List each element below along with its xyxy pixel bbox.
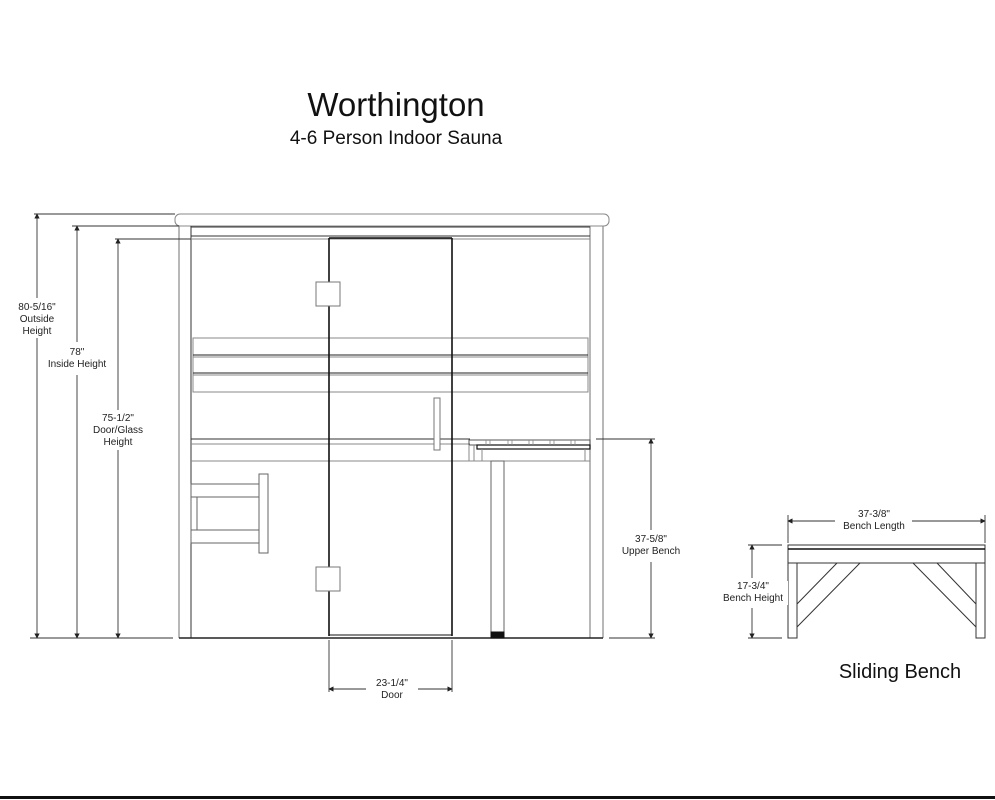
door-glass-height-label: 75-1/2" Door/Glass Height	[90, 413, 146, 449]
door-width-caption: Door	[381, 690, 403, 701]
door-width-value: 23-1/4"	[376, 678, 408, 689]
heater-bracket	[190, 473, 269, 554]
dimension-lines-right	[596, 438, 655, 639]
backrest-slats	[192, 337, 589, 393]
outside-height-caption: Outside Height	[19, 314, 55, 337]
door-width-label: 23-1/4" Door	[366, 678, 418, 702]
sauna-roof-trim	[174, 213, 610, 227]
bottom-border-rule	[0, 796, 995, 799]
inside-height-label: 78" Inside Height	[44, 347, 110, 371]
outside-height-label: 80-5/16" Outside Height	[6, 302, 68, 338]
inside-height-caption: Inside Height	[47, 359, 107, 370]
dimension-lines-door	[328, 640, 453, 692]
door-glass-height-caption-2: Height	[103, 437, 133, 448]
bench-height-label: 17-3/4" Bench Height	[718, 581, 788, 605]
upper-bench-caption: Upper Bench	[621, 546, 681, 557]
bench-length-label: 37-3/8" Bench Length	[836, 509, 912, 533]
door-handle-icon	[433, 397, 441, 451]
upper-bench-label: 37-5/8" Upper Bench	[616, 534, 686, 558]
right-bench	[468, 439, 591, 639]
door-hinges	[315, 281, 341, 592]
bench-height-caption: Bench Height	[722, 593, 784, 604]
sliding-bench-caption: Sliding Bench	[838, 661, 962, 683]
upper-bench-value: 37-5/8"	[635, 534, 667, 545]
drawing-subtitle: 4-6 Person Indoor Sauna	[289, 128, 503, 149]
sauna-frame	[178, 226, 604, 639]
drawing-title: Worthington	[307, 86, 485, 123]
upper-bench-rail	[191, 438, 590, 462]
sliding-bench-drawing	[787, 544, 986, 639]
outside-height-value: 80-5/16"	[18, 302, 56, 313]
dimension-lines-left	[30, 213, 191, 639]
lower-hinge-icon	[315, 566, 341, 592]
door-glass-height-caption-1: Door/Glass	[92, 425, 143, 436]
bench-height-value: 17-3/4"	[737, 581, 769, 592]
inside-height-value: 78"	[69, 347, 85, 358]
bench-length-caption: Bench Length	[843, 521, 905, 532]
door-glass-height-value: 75-1/2"	[102, 413, 134, 424]
bench-length-value: 37-3/8"	[858, 509, 890, 520]
bench-dimension-lines	[748, 515, 986, 639]
upper-hinge-icon	[315, 281, 341, 307]
